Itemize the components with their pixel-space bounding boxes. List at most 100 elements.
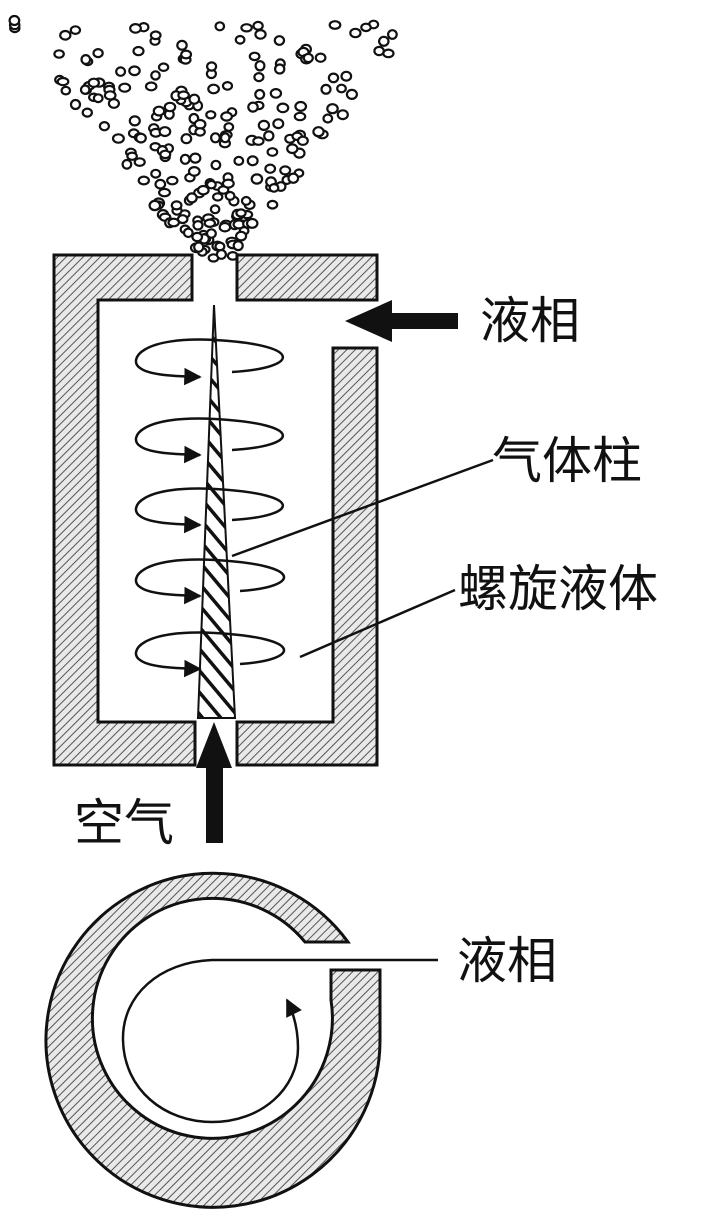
droplet (194, 127, 206, 137)
droplet (177, 90, 190, 101)
droplet (287, 172, 300, 184)
droplet (150, 70, 161, 81)
droplet (327, 72, 340, 84)
droplet (245, 217, 259, 229)
droplet (377, 35, 390, 47)
droplet (296, 135, 309, 146)
droplet (137, 175, 150, 186)
droplet (336, 109, 349, 121)
droplet (157, 62, 170, 72)
droplet (387, 29, 398, 40)
cross-section-wall (44, 871, 382, 1209)
droplet (129, 22, 142, 34)
droplet (211, 192, 224, 202)
droplet (154, 178, 167, 190)
droplet (223, 122, 235, 132)
droplet (210, 159, 222, 171)
air-inlet-arrow (196, 722, 232, 843)
droplet (248, 51, 261, 62)
droplet (268, 182, 280, 193)
droplet (246, 155, 259, 167)
droplet (203, 218, 216, 229)
spiral-ring (134, 631, 285, 678)
droplet (205, 228, 217, 239)
leader-spiral-liquid (299, 588, 456, 659)
droplet (92, 47, 104, 59)
droplet (92, 93, 104, 104)
droplet (214, 21, 226, 32)
droplet (205, 110, 217, 120)
droplet (273, 35, 286, 46)
droplet (272, 118, 285, 130)
spiral-ring (134, 487, 284, 534)
droplet (152, 105, 166, 117)
atomizer-wall (52, 253, 379, 767)
droplet (191, 231, 204, 243)
droplet (254, 88, 266, 100)
droplet (257, 119, 271, 132)
atomizer-body (52, 253, 379, 767)
droplet (221, 80, 234, 91)
droplet (80, 53, 92, 65)
droplet (328, 20, 342, 30)
spiral-liquid-rings (134, 338, 285, 678)
droplet (269, 87, 283, 99)
droplet (247, 101, 259, 113)
gas-column (196, 304, 237, 719)
spiral-ring (134, 558, 285, 605)
droplet (180, 49, 193, 60)
droplet (126, 151, 138, 161)
droplet (135, 132, 147, 144)
droplet (252, 20, 264, 31)
droplet (209, 204, 221, 215)
droplet (128, 115, 141, 127)
droplet (81, 107, 94, 118)
droplet (179, 153, 191, 165)
droplet (254, 60, 266, 72)
droplet (312, 126, 325, 138)
droplet (180, 133, 193, 145)
label-spiral-liquid: 螺旋液体 (458, 560, 658, 618)
droplet (254, 29, 267, 40)
spiral-ring (134, 417, 284, 464)
droplet (274, 63, 286, 75)
droplet (220, 111, 234, 122)
droplet (294, 100, 308, 112)
droplet (167, 217, 180, 228)
label-liquid-phase-bottom: 液相 (457, 932, 557, 990)
droplet (111, 133, 125, 144)
droplet (215, 248, 227, 260)
droplet (250, 173, 264, 185)
droplet (69, 98, 82, 111)
droplet (132, 45, 145, 57)
droplet (235, 208, 247, 218)
droplet (345, 88, 358, 101)
droplet (53, 49, 65, 59)
droplet (163, 101, 177, 113)
droplet (340, 70, 353, 82)
droplet (286, 143, 299, 155)
label-gas-column: 气体柱 (492, 432, 642, 490)
droplet (264, 163, 277, 174)
droplet (8, 14, 21, 27)
droplet (218, 221, 232, 233)
droplet (360, 22, 372, 33)
droplet (279, 165, 292, 176)
spray-droplets (8, 14, 398, 263)
droplet (103, 90, 117, 101)
droplet (118, 82, 132, 93)
droplet (336, 83, 347, 94)
droplet (144, 81, 158, 92)
droplet (69, 25, 82, 36)
droplet (185, 192, 198, 204)
droplet (121, 158, 133, 170)
liquid-inlet-arrow (345, 300, 458, 342)
droplet (159, 149, 172, 160)
droplet (170, 200, 183, 211)
droplet (187, 165, 201, 177)
droplet (166, 175, 179, 186)
label-liquid-phase-top: 液相 (480, 292, 580, 350)
droplet (263, 130, 275, 142)
droplet (233, 155, 245, 166)
